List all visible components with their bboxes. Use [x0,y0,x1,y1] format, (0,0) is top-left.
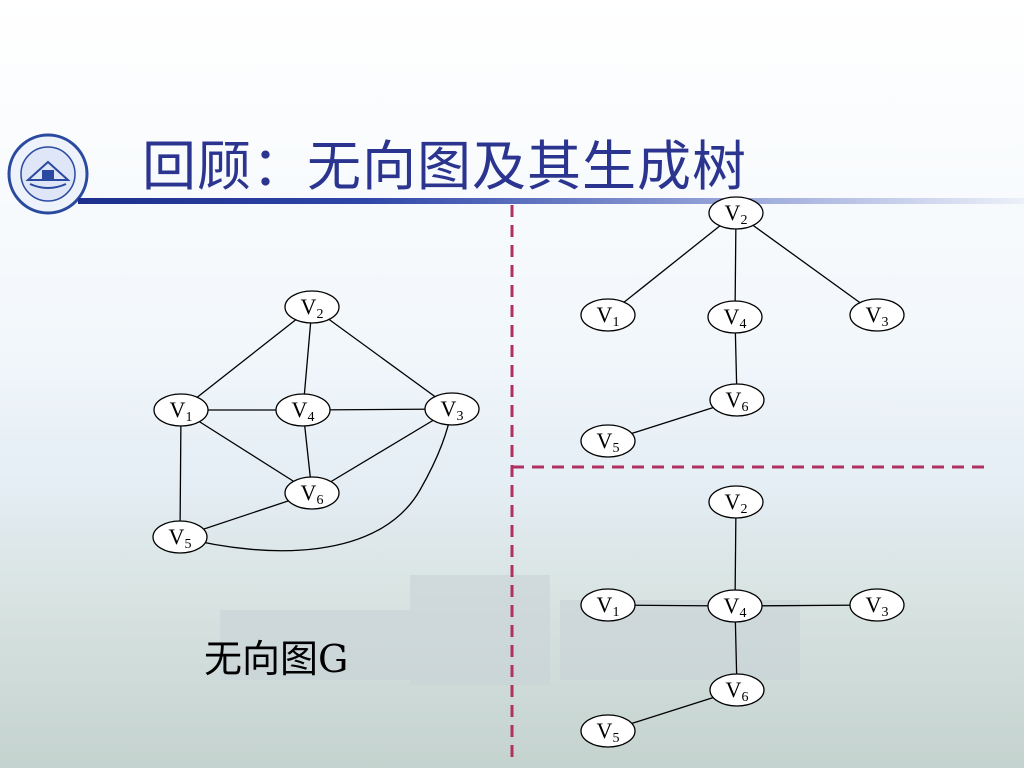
spanning-tree-b-node-v4: V4 [707,589,763,623]
divider-lines [510,205,992,765]
graph-g-edge-v5-v3 [179,408,453,552]
node-ellipse [849,588,905,622]
spanning-tree-b-node-v1: V1 [580,588,636,622]
background-building [410,575,550,685]
graph-g-edge-v1-v6 [180,409,313,494]
node-label: V2 [725,489,748,517]
spanning-tree-b-node-v3: V3 [849,588,905,622]
node-ellipse [709,383,765,417]
node-label: V4 [724,593,747,621]
node-ellipse [708,485,764,519]
spanning-tree-a-node-v3: V3 [849,298,905,332]
node-label: V5 [169,524,192,552]
node-label: V3 [866,302,889,330]
node-label: V3 [441,396,464,424]
spanning-tree-a-edge-v2-v4 [734,212,737,318]
node-ellipse [580,588,636,622]
node-ellipse [275,393,331,427]
node-label: V2 [725,200,748,228]
node-label: V2 [301,294,324,322]
node-label: V6 [301,480,324,508]
university-seal-logo [7,133,89,215]
node-label: V4 [724,304,747,332]
spanning-tree-a-node-v5: V5 [580,424,636,458]
graph-g-edge-v1-v2 [180,306,313,411]
node-label: V1 [597,302,620,330]
node-ellipse [153,393,209,427]
graph-g-edge-v3-v6 [311,408,453,494]
node-label: V6 [726,677,749,705]
title-underline [78,198,1024,204]
node-ellipse [707,300,763,334]
spanning-tree-a-node-v4: V4 [707,300,763,334]
node-ellipse [580,298,636,332]
graph-g-edge-v1-v5 [179,409,182,538]
graph-g-node-v5: V5 [152,520,208,554]
graph-g-node-v1: V1 [153,393,209,427]
node-ellipse [284,476,340,510]
node-ellipse [708,196,764,230]
node-label: V5 [597,428,620,456]
graph-caption: 无向图G [204,637,349,681]
spanning-tree-a-edge-v2-v3 [735,212,878,316]
spanning-tree-b-edge-v2-v4 [734,501,737,607]
node-label: V1 [170,397,193,425]
graph-g-edge-v2-v3 [311,306,453,410]
spanning-tree-b-node-v5: V5 [580,714,636,748]
spanning-tree-a-node-v1: V1 [580,298,636,332]
slide-title: 回顾：无向图及其生成树 [142,135,747,198]
node-ellipse [152,520,208,554]
node-ellipse [709,673,765,707]
graph-g-node-v2: V2 [284,290,340,324]
node-label: V6 [726,387,749,415]
spanning-tree-a-node-v6: V6 [709,383,765,417]
spanning-tree-a-node-v2: V2 [708,196,764,230]
node-label: V1 [597,592,620,620]
node-label: V5 [597,718,620,746]
node-ellipse [849,298,905,332]
node-ellipse [707,589,763,623]
node-ellipse [284,290,340,324]
background-building [220,610,410,680]
graph-g-node-v6: V6 [284,476,340,510]
graph-g-node-v3: V3 [424,392,480,426]
node-ellipse [580,714,636,748]
node-ellipse [580,424,636,458]
graph-g-edge-v2-v4 [302,306,313,411]
spanning-tree-b-node-v6: V6 [709,673,765,707]
spanning-tree-a-edge-v2-v1 [607,212,737,316]
node-label: V4 [292,397,315,425]
node-ellipse [424,392,480,426]
spanning-tree-b-node-v2: V2 [708,485,764,519]
node-label: V3 [866,592,889,620]
graph-g-node-v4: V4 [275,393,331,427]
